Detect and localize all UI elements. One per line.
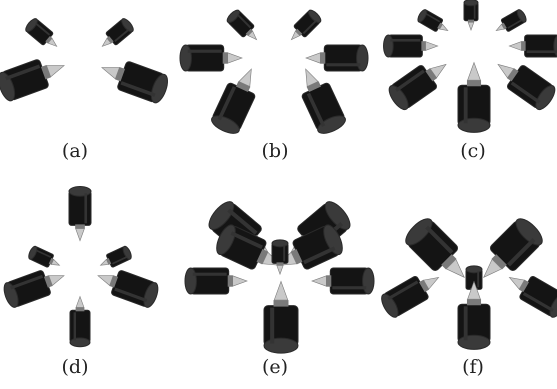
panel-b-label: (b) — [261, 140, 289, 162]
cylindrical-actuator-icon — [311, 267, 375, 295]
cylindrical-actuator-icon — [301, 68, 346, 134]
panel-c-label: (c) — [460, 140, 486, 162]
cylindrical-actuator-icon — [305, 44, 369, 72]
cylindrical-actuator-icon — [97, 270, 159, 308]
cylindrical-actuator-icon — [28, 245, 61, 268]
cylindrical-actuator-icon — [381, 276, 440, 318]
cylindrical-actuator-icon — [383, 34, 439, 58]
panel-a-label: (a) — [61, 140, 89, 162]
cylindrical-actuator-icon — [226, 9, 258, 41]
cylindrical-actuator-icon — [101, 18, 134, 47]
cylindrical-actuator-icon — [463, 0, 479, 31]
cylindrical-actuator-icon — [179, 44, 243, 72]
cylindrical-actuator-icon — [263, 280, 299, 354]
panel-d-label: (d) — [61, 356, 89, 378]
cylindrical-actuator-icon — [495, 9, 527, 32]
cylindrical-actuator-icon — [69, 295, 91, 348]
cylindrical-actuator-icon — [497, 63, 556, 111]
cylindrical-actuator-icon — [271, 239, 289, 276]
cylindrical-actuator-icon — [184, 267, 248, 295]
cylindrical-actuator-icon — [388, 63, 447, 111]
cylindrical-actuator-icon — [457, 280, 491, 350]
cylindrical-actuator-icon — [508, 34, 557, 58]
cylindrical-actuator-icon — [0, 59, 65, 102]
cylindrical-actuator-icon — [457, 61, 491, 133]
cylindrical-actuator-icon — [290, 9, 322, 41]
cylindrical-actuator-icon — [99, 245, 132, 268]
cylindrical-actuator-icon — [508, 276, 557, 318]
cylindrical-actuator-icon — [211, 68, 256, 134]
cylindrical-actuator-icon — [25, 18, 58, 47]
actuator-layer — [0, 0, 557, 354]
cylindrical-actuator-icon — [3, 270, 65, 308]
cylindrical-actuator-icon — [277, 224, 343, 270]
panel-e-label: (e) — [261, 356, 289, 378]
cylindrical-actuator-icon — [417, 9, 449, 32]
cylindrical-actuator-icon — [68, 186, 92, 242]
cylindrical-actuator-icon — [405, 218, 465, 278]
cylindrical-actuator-icon — [483, 218, 543, 278]
panel-f-label: (f) — [462, 356, 484, 378]
cylindrical-actuator-icon — [101, 61, 168, 104]
